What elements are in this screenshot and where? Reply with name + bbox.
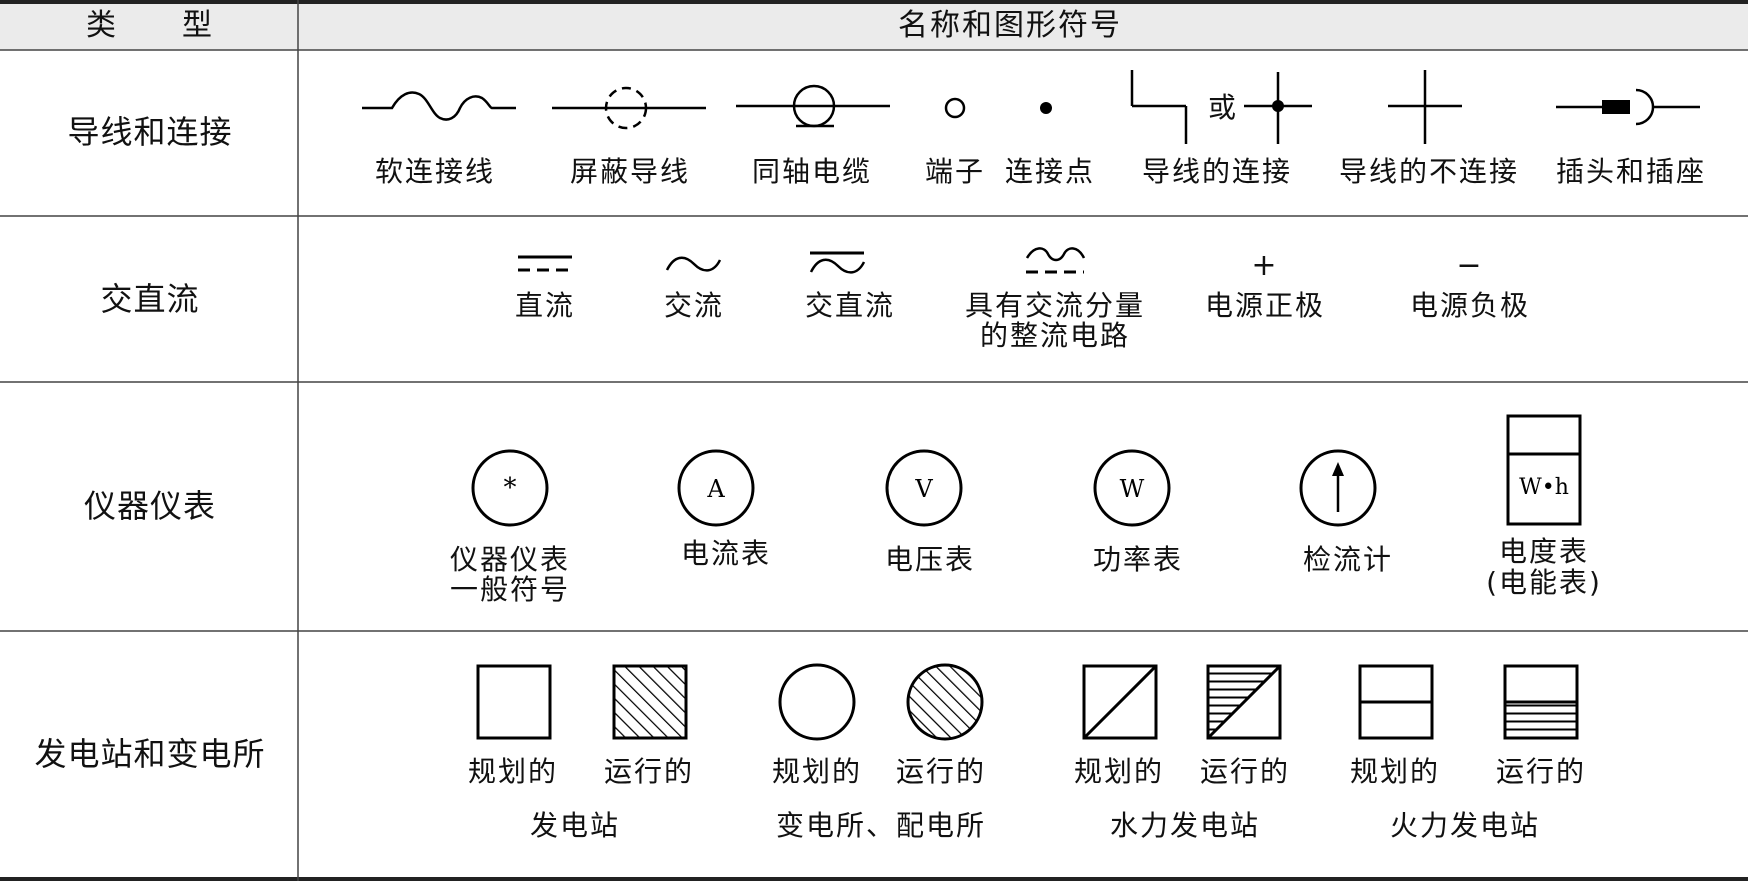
header-name-column: 名称和图形符号 <box>898 8 1122 43</box>
thermal-station-planned-symbol <box>1358 664 1434 740</box>
hydro-station-operating-symbol <box>1206 664 1282 740</box>
group-name-hydro-station: 水力发电站 <box>1110 809 1261 842</box>
operating-label: 运行的 <box>1495 755 1586 788</box>
svg-text:W•h: W•h <box>1519 475 1569 500</box>
connection-point-symbol <box>1037 100 1055 118</box>
group-name-power-station: 发电站 <box>529 809 620 842</box>
svg-text:A: A <box>706 475 725 503</box>
item-label: 同轴电缆 <box>751 155 872 188</box>
item-label-line1: 电度表 <box>1498 535 1589 568</box>
item-label-line2: (电能表) <box>1486 566 1602 599</box>
shielded-wire-symbol <box>552 82 708 136</box>
item-label: 软连接线 <box>374 155 495 188</box>
item-label: 导线的连接 <box>1141 155 1292 188</box>
positive-pole-symbol: + <box>1251 248 1279 283</box>
operating-label: 运行的 <box>895 755 986 788</box>
svg-text:V: V <box>914 475 933 503</box>
category-wires-connections: 导线和连接 <box>67 113 233 151</box>
item-label: 电源负极 <box>1409 289 1530 322</box>
coaxial-cable-symbol <box>736 78 892 138</box>
item-label: 电压表 <box>884 543 975 576</box>
item-label: 交直流 <box>804 289 895 322</box>
category-stations-substations: 发电站和变电所 <box>34 735 266 773</box>
item-label: 端子 <box>925 155 986 188</box>
galvanometer-symbol <box>1298 448 1378 528</box>
item-label: 连接点 <box>1004 155 1095 188</box>
item-label: 交流 <box>663 289 724 322</box>
thermal-station-operating-symbol <box>1503 664 1579 740</box>
item-label: 检流计 <box>1302 543 1393 576</box>
voltmeter-symbol: V <box>884 448 964 528</box>
planned-label: 规划的 <box>771 755 862 788</box>
header-type-column: 类 型 <box>86 8 214 43</box>
operating-label: 运行的 <box>1199 755 1290 788</box>
item-label: 功率表 <box>1092 543 1183 576</box>
general-instrument-symbol: * <box>470 448 550 528</box>
hydro-station-planned-symbol <box>1082 664 1158 740</box>
svg-text:*: * <box>504 473 517 503</box>
wire-connection-symbol <box>1128 70 1314 146</box>
planned-label: 规划的 <box>1073 755 1164 788</box>
planned-label: 规划的 <box>467 755 558 788</box>
group-name-thermal-station: 火力发电站 <box>1390 809 1541 842</box>
item-label: 直流 <box>514 289 575 322</box>
substation-operating-symbol <box>906 663 984 741</box>
watt-hour-meter-symbol: W•h <box>1506 414 1582 526</box>
substation-planned-symbol <box>778 663 856 741</box>
planned-label: 规划的 <box>1349 755 1440 788</box>
item-label: 屏蔽导线 <box>569 155 690 188</box>
item-label-line1: 具有交流分量 <box>964 289 1145 322</box>
item-label: 电源正极 <box>1204 289 1325 322</box>
item-label-line1: 仪器仪表 <box>449 543 570 576</box>
plug-socket-symbol <box>1556 88 1702 128</box>
negative-pole-symbol: − <box>1456 248 1484 283</box>
wattmeter-symbol: W <box>1092 448 1172 528</box>
dc-symbol <box>518 254 574 276</box>
or-text: 或 <box>1207 91 1238 124</box>
category-ac-dc: 交直流 <box>100 280 200 318</box>
rectified-ac-component-symbol <box>1025 246 1086 278</box>
svg-text:W: W <box>1120 475 1145 503</box>
ac-symbol <box>665 252 722 278</box>
power-station-planned-symbol <box>476 664 552 740</box>
item-label-line2: 一般符号 <box>449 573 570 606</box>
category-instruments: 仪器仪表 <box>83 487 216 525</box>
item-label: 插头和插座 <box>1555 155 1706 188</box>
group-name-substation: 变电所、配电所 <box>776 809 987 842</box>
operating-label: 运行的 <box>603 755 694 788</box>
wire-no-connection-symbol <box>1388 70 1464 146</box>
power-station-operating-symbol <box>612 664 688 740</box>
flexible-wire-symbol <box>362 84 518 134</box>
item-label: 电流表 <box>680 537 771 570</box>
item-label-line2: 的整流电路 <box>979 319 1130 352</box>
terminal-symbol <box>942 96 970 124</box>
ac-dc-symbol <box>809 250 866 280</box>
ammeter-symbol: A <box>676 448 756 528</box>
item-label: 导线的不连接 <box>1338 155 1519 188</box>
